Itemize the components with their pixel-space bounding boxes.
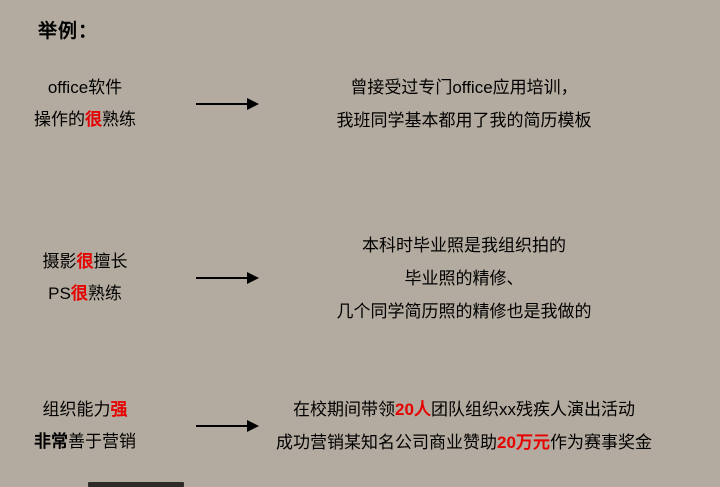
arrow-wrap [170,98,274,110]
text-segment: 熟练 [102,110,136,129]
text-segment: 本科时毕业照是我组织拍的 [362,235,566,255]
text-segment: 毕业照的精修、 [404,268,524,288]
text-segment: 在校期间带领 [293,400,396,419]
arrow-right-icon [196,272,259,284]
text-segment: PS [48,284,71,303]
emphasis-text: 很 [76,252,94,271]
emphasis-text: 非常 [34,432,68,451]
text-line: 组织能力强 [0,394,170,426]
emphasis-text: 20人 [395,400,431,419]
skill-claim: 组织能力强非常善于营销 [0,394,170,458]
emphasis-text: 20万元 [497,433,550,452]
text-line: 本科时毕业照是我组织拍的 [274,229,654,262]
text-line: 曾接受过专门office应用培训， [274,71,654,104]
text-segment: 我班同学基本都用了我的简历模板 [336,111,592,130]
text-line: 操作的很熟练 [0,104,170,136]
cropped-bottom-content [88,482,184,487]
text-segment: 作为赛事奖金 [549,433,652,452]
text-line: 非常善于营销 [0,426,170,458]
arrow-right-icon [196,420,259,432]
emphasis-text: 很 [70,284,88,303]
text-segment: 组织能力 [42,400,111,419]
text-segment: office软件 [47,78,123,97]
arrow-wrap [170,420,274,432]
text-line: 几个同学简历照的精修也是我做的 [274,295,654,328]
arrow-wrap [170,272,274,284]
text-line: PS很熟练 [0,278,170,310]
text-segment: 擅长 [93,252,128,271]
text-segment: 摄影 [42,252,77,271]
text-segment: 成功营销某知名公司商业赞助 [276,433,498,452]
text-segment: 团队组织xx残疾人演出活动 [430,400,635,419]
skill-evidence: 曾接受过专门office应用培训， 我班同学基本都用了我的简历模板 [274,71,720,137]
text-line: 我班同学基本都用了我的简历模板 [274,104,654,137]
text-line: 毕业照的精修、 [274,262,654,295]
example-row-office: office软件操作的很熟练 曾接受过专门office应用培训， 我班同学基本都用… [0,58,720,150]
text-segment: 几个同学简历照的精修也是我做的 [336,301,592,321]
text-segment: 操作的 [34,110,85,129]
skill-claim: office软件操作的很熟练 [0,72,170,136]
text-line: office软件 [0,72,170,104]
skill-evidence: 在校期间带领20人团队组织xx残疾人演出活动成功营销某知名公司商业赞助20万元作… [274,393,720,459]
text-segment: 善于营销 [68,432,136,451]
text-line: 成功营销某知名公司商业赞助20万元作为赛事奖金 [274,426,654,459]
text-line: 摄影很擅长 [0,246,170,278]
emphasis-text: 强 [110,400,128,419]
text-segment: 熟练 [87,284,122,303]
text-line: 在校期间带领20人团队组织xx残疾人演出活动 [274,393,654,426]
page-title: 举例： [38,21,99,42]
emphasis-text: 很 [85,110,102,129]
skill-evidence: 本科时毕业照是我组织拍的毕业照的精修、几个同学简历照的精修也是我做的 [274,229,720,328]
example-row-organizing: 组织能力强非常善于营销 在校期间带领20人团队组织xx残疾人演出活动成功营销某知… [0,385,720,467]
arrow-right-icon [196,98,259,110]
text-segment: 曾接受过专门office应用培训， [350,78,578,97]
